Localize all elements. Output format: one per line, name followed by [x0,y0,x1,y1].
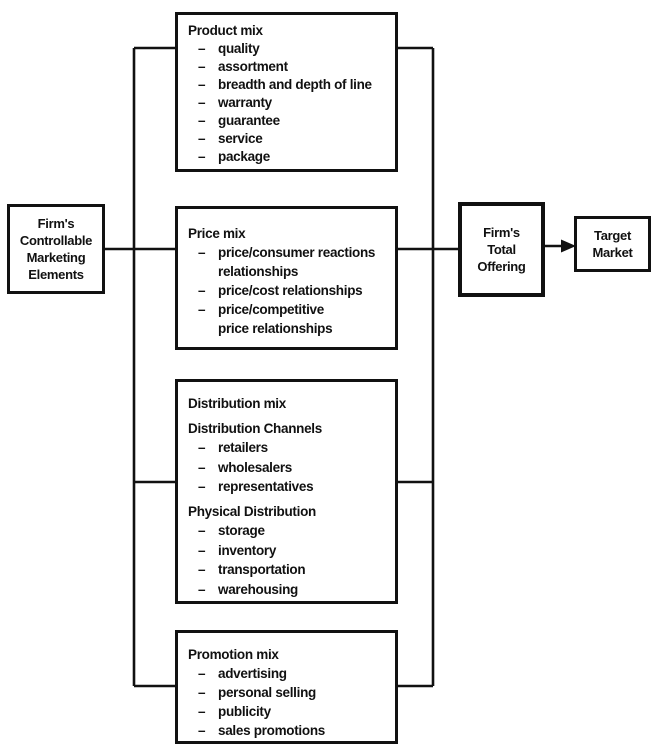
product-mix-box: Product mix – quality – assortment – bre… [175,12,398,172]
dash-bullet: – [198,479,206,494]
list-item-label: storage [218,523,265,538]
dash-bullet: – [198,41,206,56]
list-item: – guarantee [188,112,390,130]
list-item-label: price/cost relationships [218,283,363,298]
distribution-mix-title: Distribution mix [188,396,286,411]
list-item: – service [188,130,390,148]
dash-bullet: – [198,283,206,298]
list-item: – advertising [188,664,390,683]
list-item-label: breadth and depth of line [218,77,372,92]
list-item: – price/competitive price relationships [188,300,390,338]
list-item: – sales promotions [188,721,390,740]
dash-bullet: – [198,459,206,475]
list-item: – inventory [188,541,390,561]
list-item-label: service [218,131,263,146]
dash-bullet: – [198,542,206,558]
total-offering-line: Offering [477,259,526,274]
list-item-label: package [218,149,270,164]
list-item-label: transportation [218,562,306,577]
physical-distribution-heading: Physical Distribution [188,503,316,519]
list-item-label: warehousing [218,581,298,597]
list-item: – storage [188,521,390,541]
list-item-label: retailers [218,440,268,455]
dash-bullet: – [198,666,206,681]
dash-bullet: – [198,440,206,455]
dash-bullet: – [198,77,206,92]
left-box-line: Controllable [19,233,93,248]
total-offering-line: Total [487,242,516,257]
dash-bullet: – [198,113,206,128]
list-item-label: price/consumer reactions relationships [218,245,376,279]
target-market-line: Market [592,245,633,260]
list-item-label: assortment [218,59,288,74]
left-box-line: Firm's [37,216,75,231]
dash-bullet: – [198,581,206,597]
promotion-mix-title: Promotion mix [188,647,279,662]
dash-bullet: – [198,685,206,700]
list-item-label: price/competitive price relationships [218,302,333,336]
list-item-label: quality [218,41,260,56]
price-mix-box: Price mix – price/consumer reactions rel… [175,206,398,350]
target-market-box: Target Market [574,216,651,272]
product-mix-title: Product mix [188,23,263,38]
total-offering-line: Firm's [483,225,520,240]
distribution-channels-heading: Distribution Channels [188,420,322,436]
list-item: – transportation [188,560,390,580]
list-item: – price/consumer reactions relationships [188,243,390,281]
list-item: – warehousing [188,580,390,600]
list-item-label: advertising [218,666,287,681]
dash-bullet: – [198,245,206,260]
dash-bullet: – [198,562,206,577]
list-item: – retailers [188,438,390,458]
firms-total-offering-box: Firm's Total Offering [458,202,545,297]
list-item: – personal selling [188,683,390,702]
dash-bullet: – [198,302,206,317]
physical-distribution-section: Physical Distribution – storage – invent… [188,502,390,600]
left-box-line: Marketing [26,250,86,265]
offering-to-target-arrow-head [561,239,576,253]
list-item-label: inventory [218,542,277,558]
list-item: – price/cost relationships [188,281,390,300]
dash-bullet: – [198,59,206,74]
list-item-label: personal selling [218,685,316,700]
list-item: – representatives [188,477,390,497]
dash-bullet: – [198,704,206,719]
list-item: – breadth and depth of line [188,76,390,94]
dash-bullet: – [198,149,206,164]
list-item-label: wholesalers [218,459,292,475]
list-item-label: publicity [218,704,271,719]
list-item: – wholesalers [188,458,390,478]
left-box-line: Elements [28,267,84,282]
list-item: – quality [188,40,390,58]
list-item: – warranty [188,94,390,112]
list-item: – assortment [188,58,390,76]
firms-controllable-marketing-elements-box: Firm's Controllable Marketing Elements [7,204,105,294]
list-item: – publicity [188,702,390,721]
list-item-label: representatives [218,479,314,494]
list-item-label: guarantee [218,113,280,128]
target-market-line: Target [594,228,631,243]
dash-bullet: – [198,131,206,146]
list-item-label: sales promotions [218,723,325,738]
list-item-label: warranty [218,95,272,110]
list-item: – package [188,148,390,166]
price-mix-title: Price mix [188,226,246,241]
distribution-mix-box: Distribution mix Distribution Channels –… [175,379,398,604]
dash-bullet: – [198,95,206,110]
promotion-mix-box: Promotion mix – advertising – personal s… [175,630,398,744]
dash-bullet: – [198,523,206,538]
dash-bullet: – [198,723,206,738]
distribution-channels-section: Distribution Channels – retailers – whol… [188,419,390,497]
